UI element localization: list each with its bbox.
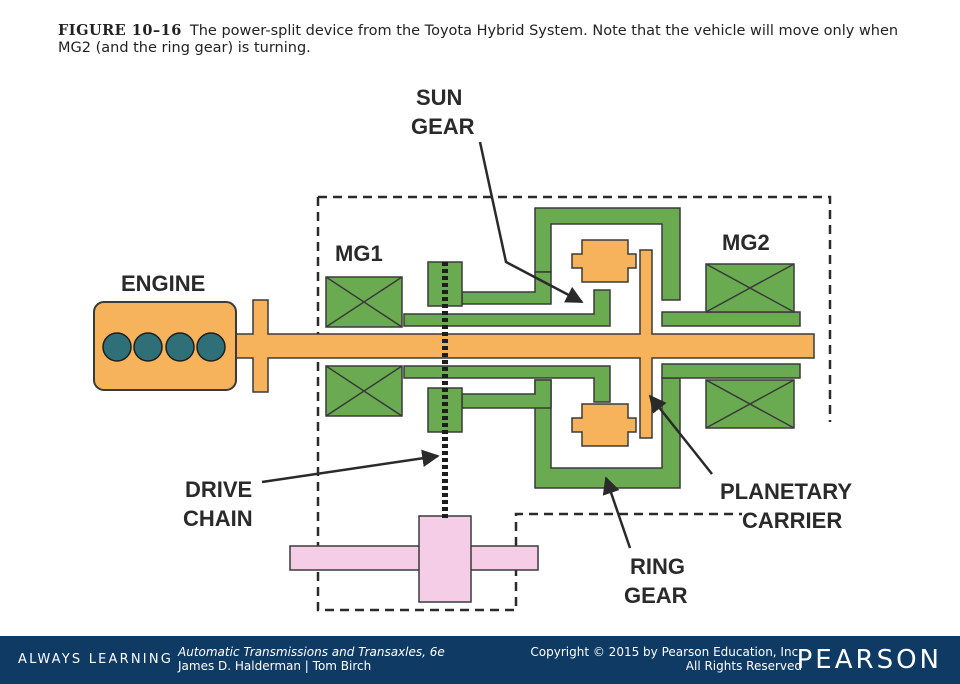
engine-output-shaft [235, 249, 815, 439]
label-sun-gear-2: GEAR [411, 114, 475, 139]
chain-sprocket-link [461, 271, 552, 305]
planetary-pinion-upper [571, 239, 637, 283]
mg2-stator-upper [705, 263, 795, 313]
output-shaft [289, 545, 539, 571]
rights-text: All Rights Reserved [685, 659, 802, 673]
power-split-diagram: SUN GEAR MG1 MG2 ENGINE DRIVE CHAIN PLAN… [93, 85, 852, 612]
sun-gear-shaft-lower [403, 365, 611, 403]
planetary-pinion-lower [571, 403, 637, 447]
label-planetary-carrier-2: CARRIER [742, 508, 842, 533]
label-drive-chain-2: CHAIN [183, 506, 253, 531]
engine-cylinder [133, 332, 163, 362]
label-ring-gear: RING [630, 554, 685, 579]
copyright-text: Copyright © 2015 by Pearson Education, I… [530, 645, 802, 659]
mg2-rotor-link [661, 311, 801, 327]
label-ring-gear-2: GEAR [624, 583, 688, 608]
label-planetary-carrier: PLANETARY [720, 479, 852, 504]
engine-block [93, 301, 237, 391]
label-engine: ENGINE [121, 271, 205, 296]
book-authors: James D. Halderman | Tom Birch [178, 659, 372, 673]
label-mg1: MG1 [335, 241, 383, 266]
mg2-stator-lower [705, 379, 795, 429]
engine-cylinder [165, 332, 195, 362]
chain-sprocket-link-lower [461, 379, 552, 409]
figure-number: FIGURE 10–16 [58, 22, 182, 39]
output-sprocket [418, 515, 472, 603]
book-title: Automatic Transmissions and Transaxles, … [178, 645, 445, 659]
always-learning-logo: ALWAYS LEARNING [18, 652, 174, 667]
drive-chain-arrow [261, 449, 440, 484]
transaxle-housing-outline [318, 195, 832, 422]
footer-bar: ALWAYS LEARNING Automatic Transmissions … [0, 636, 960, 684]
label-drive-chain: DRIVE [185, 477, 252, 502]
engine-cylinder [102, 332, 132, 362]
pearson-logo: PEARSON [796, 645, 942, 675]
book-info: Automatic Transmissions and Transaxles, … [178, 645, 445, 673]
sun-gear-arrow [478, 141, 584, 304]
planetary-carrier-arrow [648, 394, 713, 475]
ring-gear-arrow [602, 476, 632, 549]
mg2-rotor-link-lower [661, 363, 801, 379]
mg1-stator-lower [325, 365, 403, 417]
sun-gear-shaft [403, 289, 611, 327]
label-mg2: MG2 [722, 230, 770, 255]
mg1-stator-upper [325, 276, 403, 328]
transaxle-housing-outline-left [316, 197, 742, 612]
caption-text: The power-split device from the Toyota H… [58, 23, 899, 56]
label-sun-gear: SUN [416, 85, 462, 110]
engine-cylinder [196, 332, 226, 362]
copyright-block: Copyright © 2015 by Pearson Education, I… [530, 645, 802, 673]
